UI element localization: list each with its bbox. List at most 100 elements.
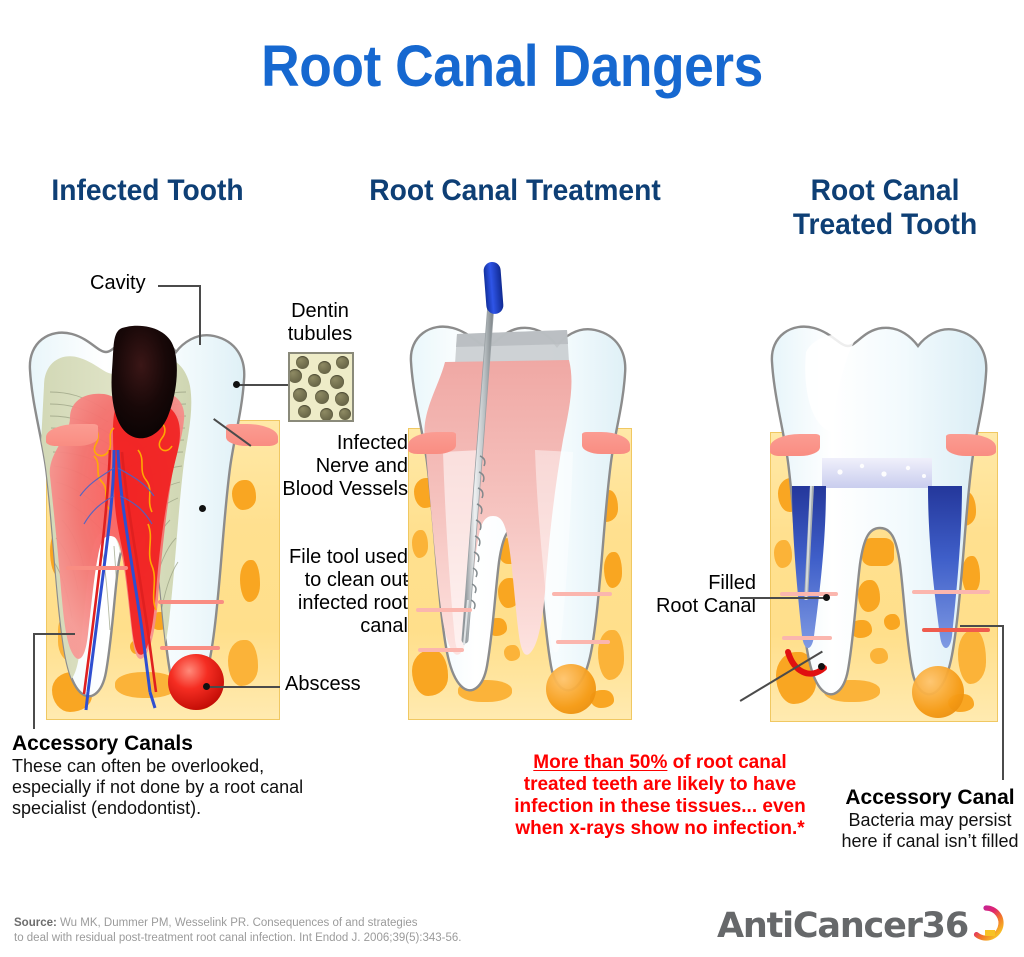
- spongy-bone-blob: [774, 540, 792, 568]
- source-line2: to deal with residual post-treatment roo…: [14, 932, 462, 944]
- heading-treated-line1: Root Canal: [810, 174, 960, 207]
- circle-360-icon: [966, 903, 1006, 948]
- gum-tissue-left: [408, 432, 456, 454]
- leader-filled-canal: [740, 597, 826, 599]
- warning-line2: treated teeth are likely to have: [523, 774, 797, 795]
- spongy-bone-blob: [604, 552, 622, 588]
- heading-root-canal-treated-tooth: Root Canal Treated Tooth: [768, 174, 1003, 242]
- note-right-line1: Bacteria may persist: [848, 810, 1012, 830]
- filled-canal-right: [928, 486, 962, 648]
- source-citation: Source: Wu MK, Dummer PM, Wesselink PR. …: [14, 916, 534, 946]
- source-label: Source:: [14, 917, 57, 929]
- gum-tissue-left: [46, 424, 98, 446]
- note-right-title: Accessory Canal: [845, 786, 1015, 809]
- spongy-bone-blob: [870, 648, 888, 664]
- label-cavity: Cavity: [90, 272, 146, 294]
- leader-accessory-right-vertical: [1002, 625, 1004, 780]
- leader-accessory-right-horizontal: [960, 625, 1004, 627]
- accessory-canal-line: [782, 636, 832, 640]
- warning-rest1: of root canal: [667, 752, 787, 773]
- leader-dot-abscess: [203, 683, 210, 690]
- accessory-canal-line: [158, 600, 224, 604]
- note-left-line1: These can often be overlooked,: [12, 756, 265, 776]
- warning-line1: More than 50% of root canal: [480, 752, 840, 774]
- spongy-bone-blob: [232, 480, 256, 510]
- label-nerve-line3: Blood Vessels: [282, 478, 408, 500]
- accessory-canal-line: [418, 648, 464, 652]
- leader-dot-apex-infection: [818, 663, 825, 670]
- label-file-line4: canal: [360, 615, 408, 637]
- dentin-tubules-inset: [288, 352, 354, 422]
- note-accessory-canal-right: Accessory Canal Bacteria may persist her…: [836, 786, 1024, 852]
- leader-abscess: [210, 686, 280, 688]
- abscess-sphere: [168, 654, 224, 710]
- spongy-bone-blob: [958, 630, 986, 684]
- accessory-canal-line: [160, 646, 220, 650]
- heading-infected-tooth: Infected Tooth: [51, 174, 244, 207]
- label-nerve-line1: Infected: [336, 432, 408, 454]
- infected-tooth-diagram: [10, 300, 300, 730]
- warning-underlined: More than 50%: [533, 752, 668, 773]
- spongy-bone-blob: [228, 640, 258, 686]
- label-infected-nerve-blood-vessels: Infected Nerve and Blood Vessels: [250, 432, 408, 501]
- accessory-canal-line: [66, 566, 128, 570]
- warning-line4: when x-rays show no infection.*: [515, 818, 805, 839]
- leader-cavity-horizontal: [158, 285, 200, 287]
- page-title: Root Canal Dangers: [261, 34, 763, 99]
- leader-cavity-vertical: [199, 285, 201, 345]
- label-filled-line2: Root Canal: [655, 595, 756, 617]
- gum-tissue-right: [582, 432, 630, 454]
- endodontic-file-tool: [461, 262, 504, 645]
- gum-tissue-right: [226, 424, 278, 446]
- leader-dot-infected-nerve: [199, 505, 206, 512]
- gum-tissue-left: [770, 434, 820, 456]
- label-dentin-line2: tubules: [287, 323, 353, 345]
- spongy-bone-blob: [240, 560, 260, 602]
- heading-treated-line2: Treated Tooth: [792, 208, 978, 241]
- label-nerve-line2: Nerve and: [315, 455, 408, 477]
- leader-accessory-left-horizontal: [33, 633, 75, 635]
- accessory-canal-line: [556, 640, 610, 644]
- label-file-tool: File tool used to clean out infected roo…: [240, 546, 408, 638]
- treated-tooth-diagram: [752, 300, 1017, 725]
- label-file-line2: to clean out: [304, 569, 408, 591]
- spongy-bone-blob: [504, 645, 520, 661]
- label-file-line1: File tool used: [289, 546, 408, 568]
- source-line1: Source: Wu MK, Dummer PM, Wesselink PR. …: [14, 916, 534, 931]
- label-file-line3: infected root: [297, 592, 408, 614]
- note-left-title: Accessory Canals: [12, 732, 193, 755]
- heading-root-canal-treatment: Root Canal Treatment: [369, 174, 661, 207]
- granuloma-sphere-treatment: [546, 664, 596, 714]
- leader-dot-filled-canal: [823, 594, 830, 601]
- gum-tissue-right: [946, 434, 996, 456]
- spongy-bone-blob: [412, 650, 448, 696]
- spongy-bone-blob: [590, 690, 614, 708]
- logo-wordmark: AntiCancer36: [716, 905, 969, 946]
- label-filled-line1: Filled: [708, 572, 756, 594]
- spongy-bone-blob: [412, 530, 428, 558]
- leader-dentin: [238, 384, 288, 386]
- source-text1: Wu MK, Dummer PM, Wesselink PR. Conseque…: [56, 917, 418, 929]
- note-accessory-canals: Accessory Canals These can often be over…: [12, 732, 342, 819]
- warning-line3: infection in these tissues... even: [514, 796, 806, 817]
- spongy-bone-blob: [115, 672, 177, 698]
- anticancer360-logo[interactable]: AntiCancer36: [717, 903, 1006, 948]
- spongy-bone-blob: [858, 580, 880, 612]
- label-abscess: Abscess: [285, 673, 361, 695]
- label-dentin-tubules: Dentin tubules: [265, 300, 375, 346]
- warning-statistic: More than 50% of root canal treated teet…: [480, 752, 840, 840]
- apex-infection-arc: [785, 649, 827, 677]
- accessory-canal-line-red: [922, 628, 990, 632]
- leader-accessory-left-vertical: [33, 633, 35, 729]
- note-right-line2: here if canal isn’t filled: [841, 831, 1019, 851]
- accessory-canal-line: [780, 592, 838, 596]
- spongy-bone-blob: [850, 620, 872, 638]
- leader-dot-dentin: [233, 381, 240, 388]
- spongy-bone-blob: [962, 556, 980, 594]
- spongy-bone-blob: [598, 630, 624, 680]
- spongy-bone-blob: [862, 538, 894, 566]
- note-left-line3: specialist (endodontist).: [12, 798, 202, 818]
- granuloma-sphere-treated: [912, 666, 964, 718]
- note-left-line2: especially if not done by a root canal: [12, 777, 304, 797]
- accessory-canal-line: [416, 608, 472, 612]
